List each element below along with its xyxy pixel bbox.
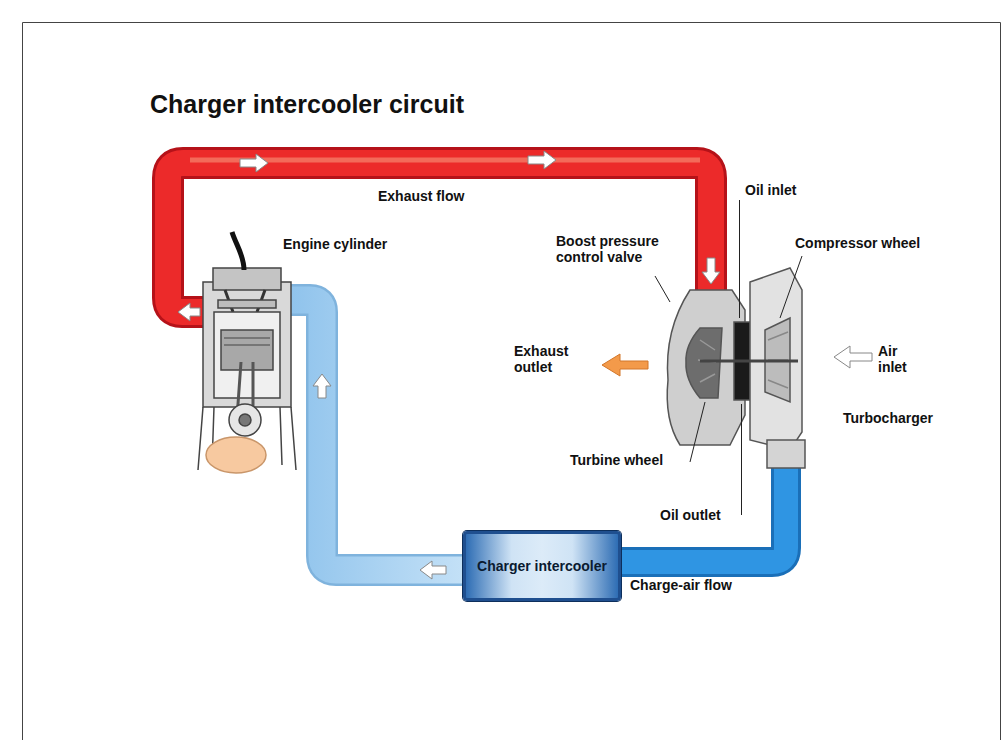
- part-label: Oil outlet: [660, 507, 721, 523]
- diagram-title: Charger intercooler circuit: [150, 90, 464, 119]
- exhaust-outlet-arrow: [602, 354, 648, 376]
- part-label: Compressor wheel: [795, 235, 920, 251]
- engine-cylinder: [198, 232, 296, 473]
- node-text: Charger intercooler: [477, 558, 607, 575]
- exhaust-pipe: [168, 160, 711, 312]
- part-label: Exhaust outlet: [514, 343, 586, 375]
- part-label: Turbine wheel: [570, 452, 663, 468]
- intake-pipe: [288, 300, 466, 570]
- part-label: Oil inlet: [745, 182, 796, 198]
- part-label: Turbocharger: [843, 410, 933, 426]
- flow-arrows: [178, 151, 872, 579]
- part-label: Engine cylinder: [283, 236, 387, 252]
- frame: [23, 23, 1001, 740]
- part-label: Charge-air flow: [630, 577, 732, 593]
- intercooler-box: Charger intercooler: [463, 531, 621, 601]
- part-label: Boost pressure control valve: [556, 233, 678, 265]
- charge-air-pipe: [618, 468, 786, 562]
- turbocharger: [667, 268, 805, 468]
- part-label: Exhaust flow: [378, 188, 464, 204]
- leader-lines: [655, 200, 802, 515]
- part-label: Air inlet: [878, 343, 928, 375]
